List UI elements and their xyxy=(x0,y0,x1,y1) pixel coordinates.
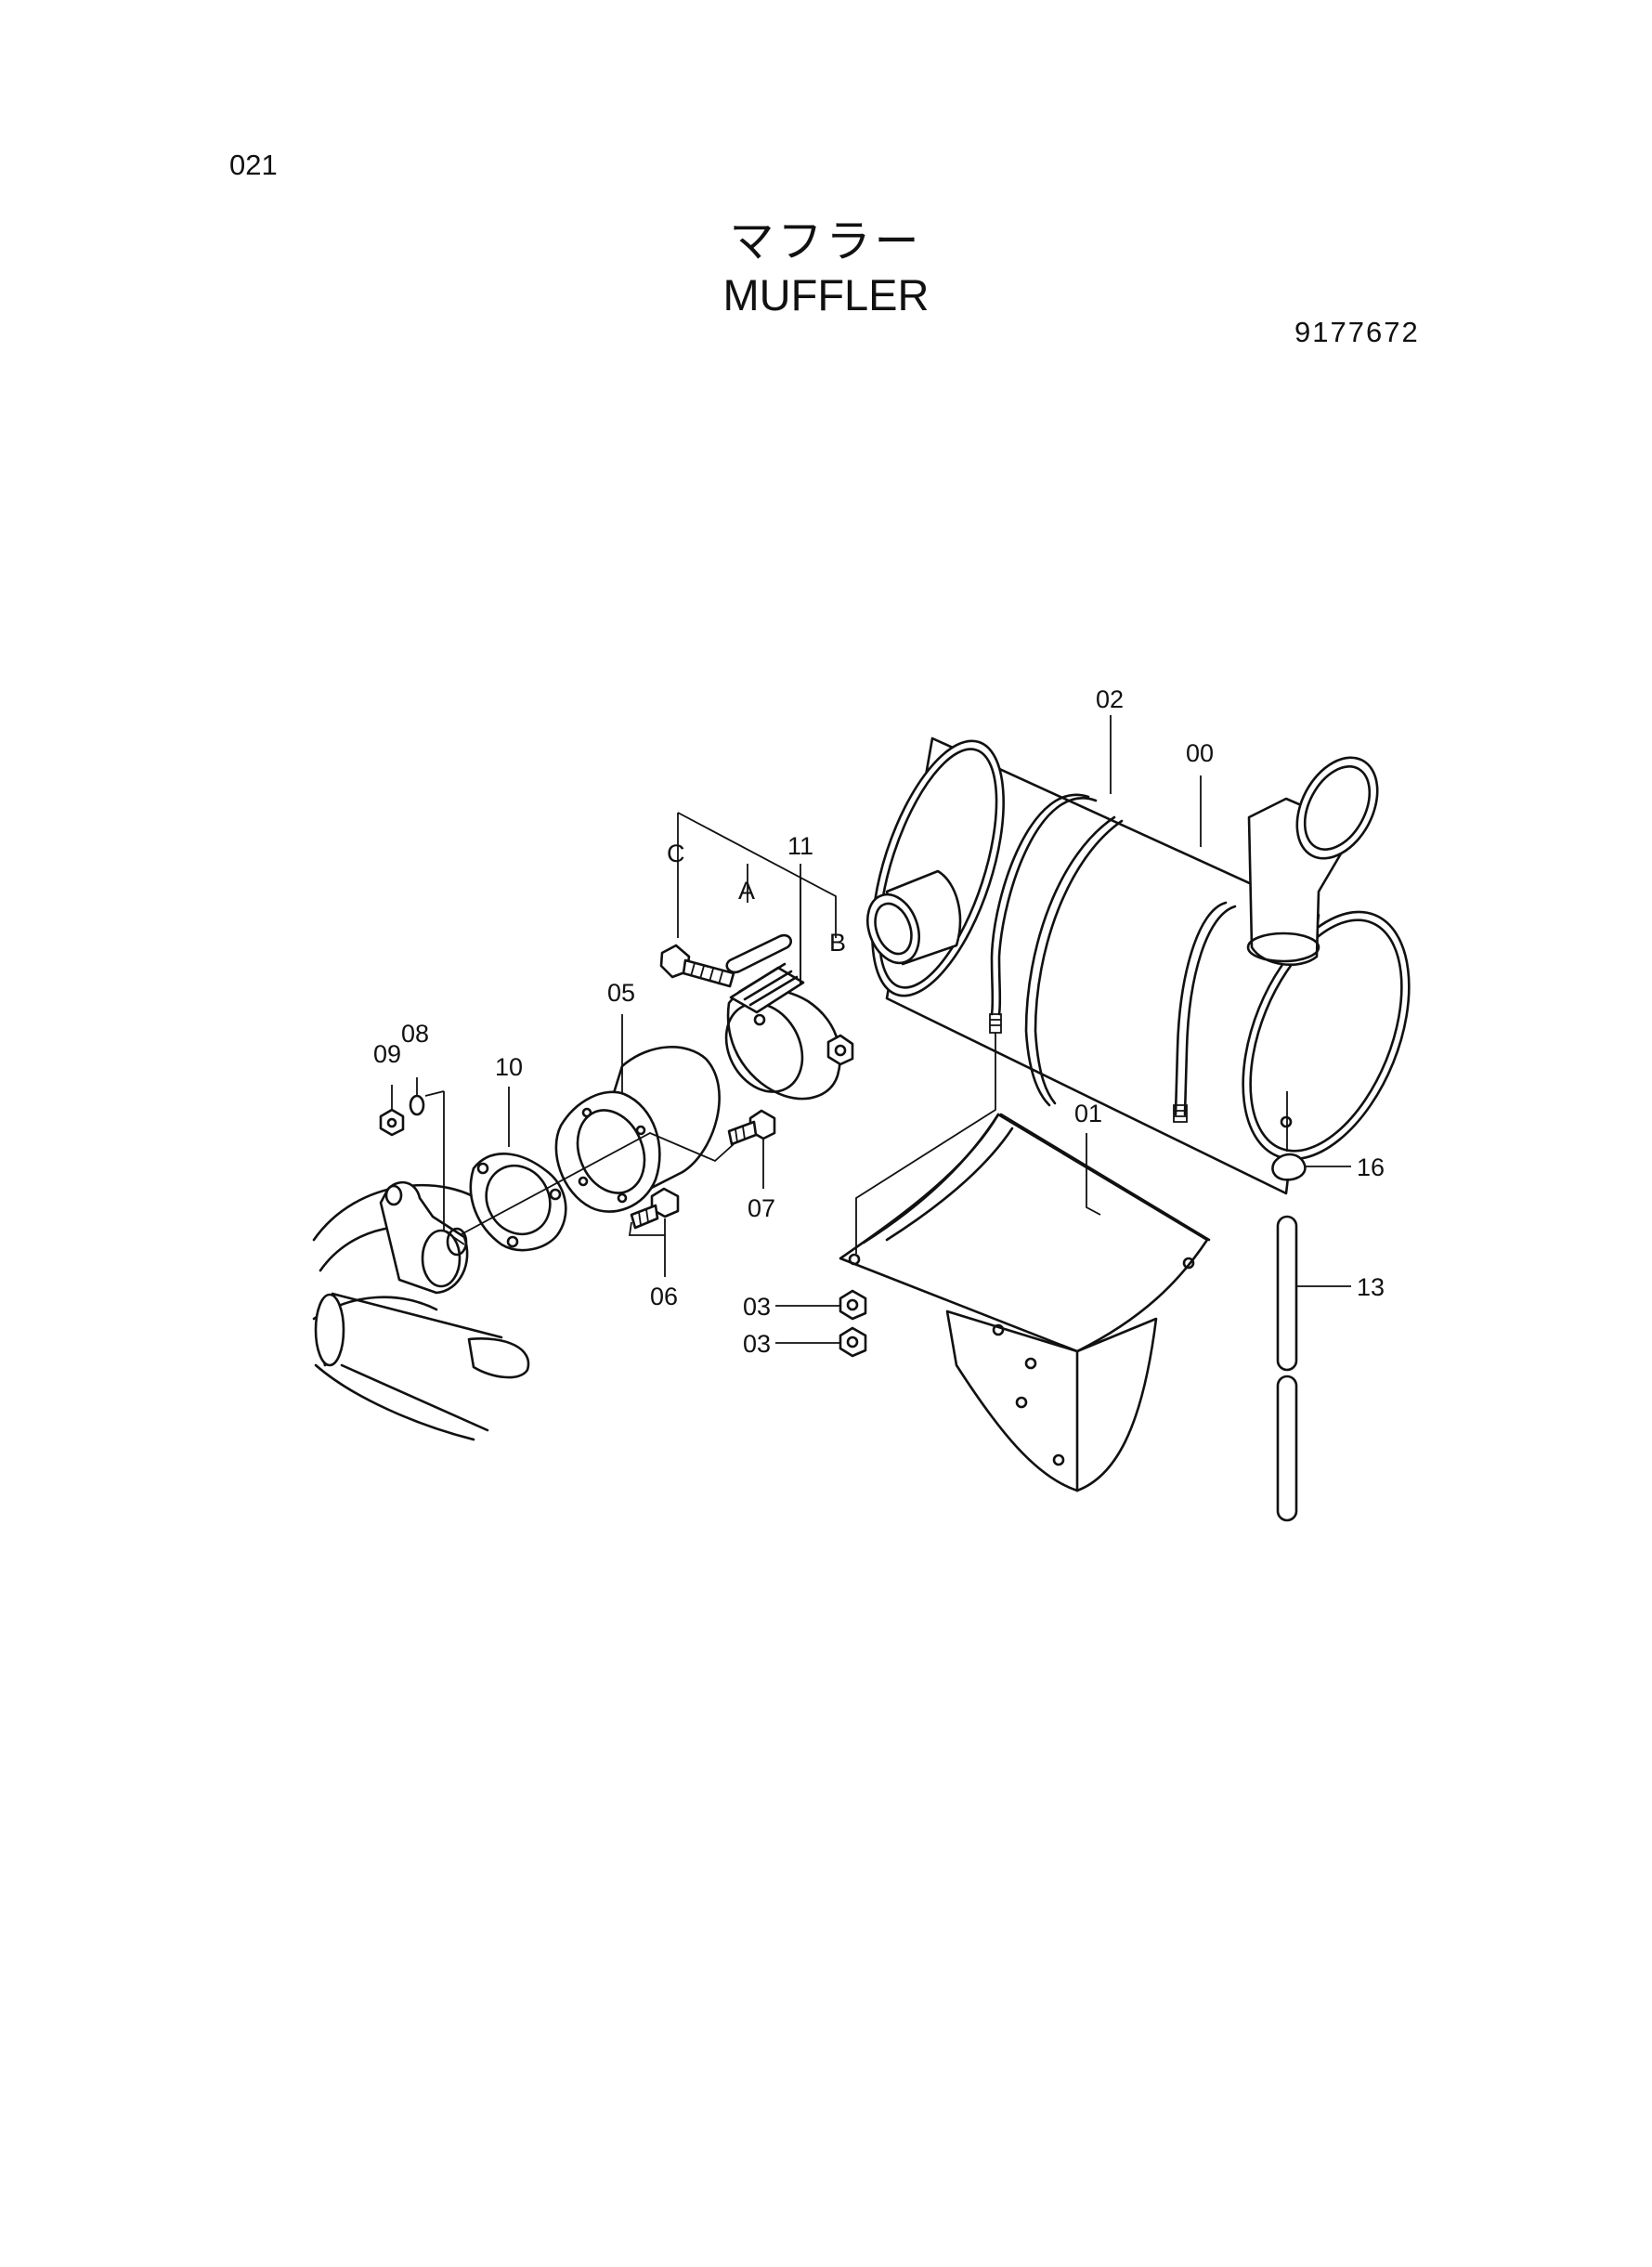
bolt-c xyxy=(659,944,735,988)
muffler-bracket xyxy=(839,1113,1211,1492)
exhaust-pipe-drawing xyxy=(312,1180,530,1441)
callout-05: 05 xyxy=(607,979,635,1007)
nut-b xyxy=(826,1034,854,1066)
callout-01: 01 xyxy=(1074,1100,1102,1127)
exhaust-pipe-05 xyxy=(554,1046,721,1213)
callout-09: 09 xyxy=(373,1040,401,1068)
callout-06: 06 xyxy=(650,1283,678,1310)
nut-03-upper xyxy=(839,1289,867,1321)
title-japanese: マフラー xyxy=(729,215,923,267)
callout-07: 07 xyxy=(748,1194,775,1222)
nut-09 xyxy=(379,1108,405,1137)
callout-10: 10 xyxy=(495,1053,523,1081)
callout-08: 08 xyxy=(401,1020,429,1048)
callout-03-upper: 03 xyxy=(743,1293,771,1321)
callout-b: B xyxy=(829,929,846,957)
callout-02: 02 xyxy=(1096,685,1124,713)
pin-a xyxy=(725,933,792,974)
callout-labels: 02 00 11 C A B 05 08 09 10 01 07 16 13 0… xyxy=(373,685,1385,1358)
bolt-06 xyxy=(630,1187,680,1230)
clip-16 xyxy=(1271,1153,1307,1181)
callout-16: 16 xyxy=(1357,1153,1385,1181)
callout-00: 00 xyxy=(1186,739,1214,767)
bolt-07 xyxy=(727,1109,776,1146)
nut-03-lower xyxy=(839,1326,867,1358)
callout-c: C xyxy=(667,840,685,867)
title-english: MUFFLER xyxy=(722,270,930,319)
callout-11: 11 xyxy=(787,832,813,860)
callout-13: 13 xyxy=(1357,1273,1385,1301)
washer-08 xyxy=(409,1094,425,1116)
page-code: 021 xyxy=(229,149,278,181)
hose-13 xyxy=(1276,1215,1298,1522)
muffler-body xyxy=(866,736,1411,1195)
gasket xyxy=(469,1153,567,1252)
callout-a: A xyxy=(738,877,755,905)
callout-03-lower: 03 xyxy=(743,1330,771,1358)
leader-lines xyxy=(391,715,1351,1344)
diagram-number: 9177672 xyxy=(1294,316,1420,348)
clamp-11 xyxy=(724,962,841,1101)
